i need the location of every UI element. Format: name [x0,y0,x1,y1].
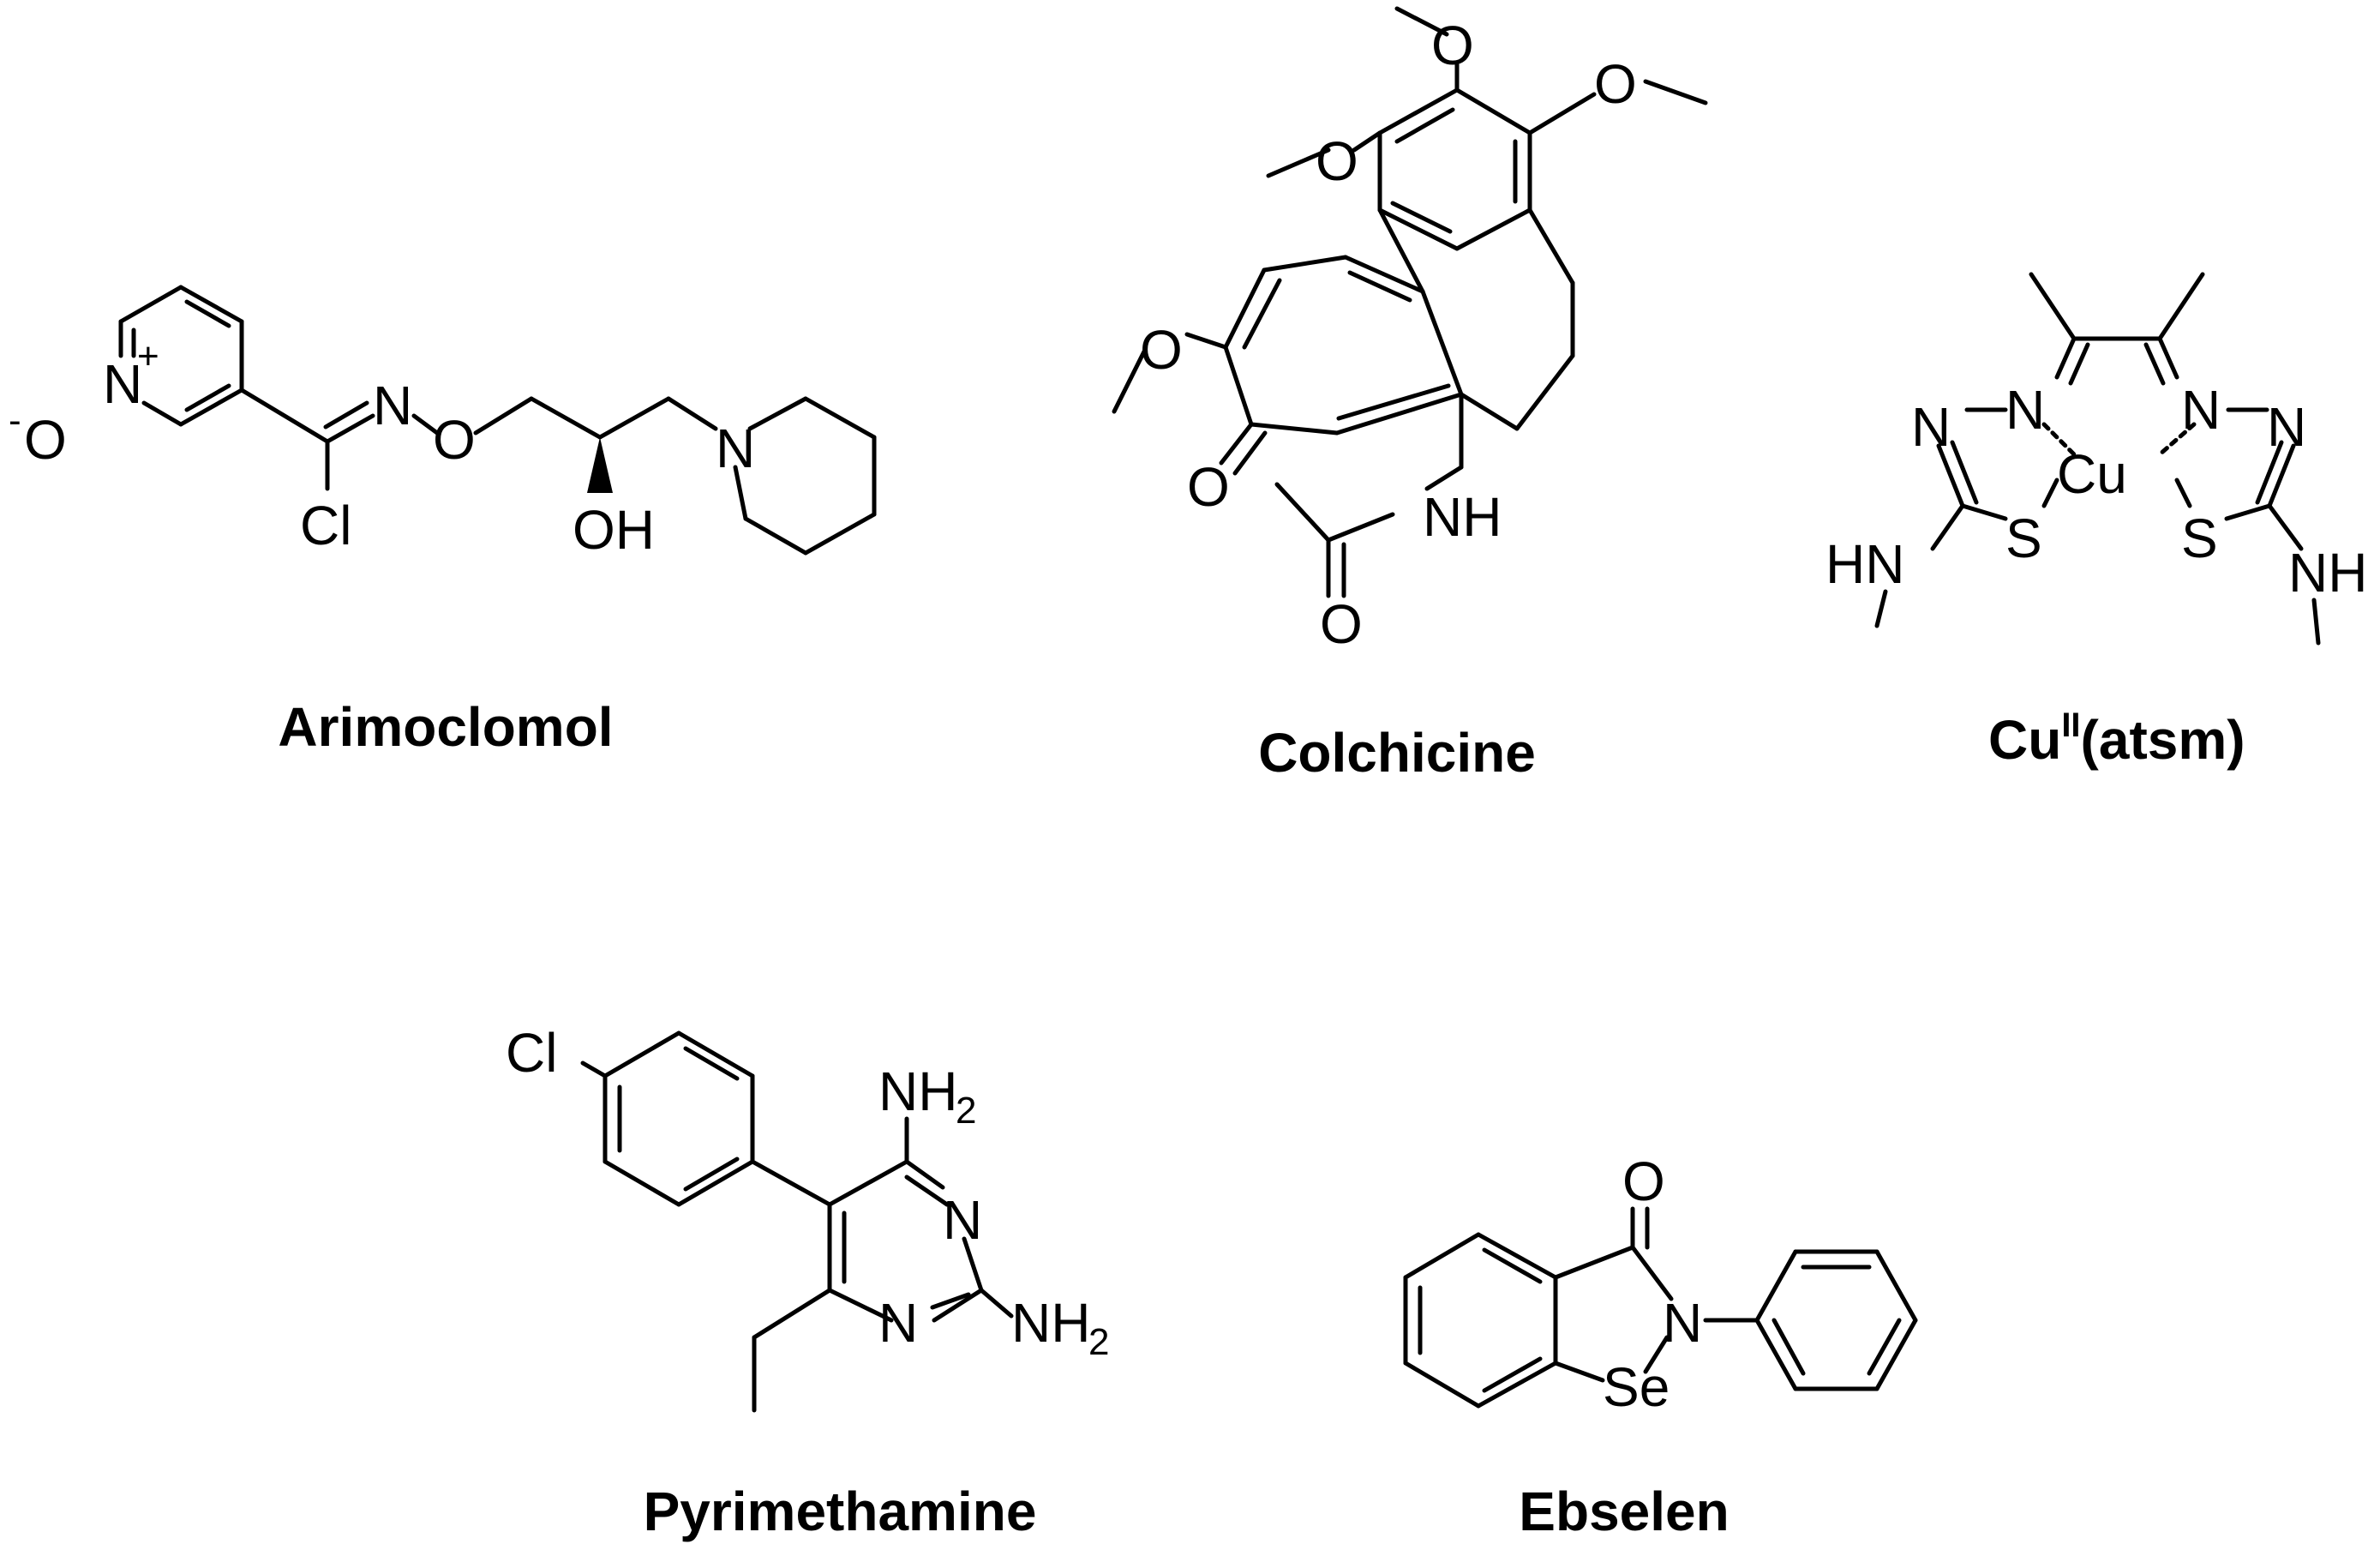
arimoclomol-atom-label: N [716,418,755,479]
ebselen-structure [1403,1206,1918,1409]
ebselen-atom-label: O [1622,1150,1665,1212]
colchicine-structure [1112,6,1708,598]
pyrimethamine-atom-label: N [878,1292,918,1354]
arimoclomol-atom-label: OH [573,499,655,561]
pyrimethamine-atom-label: 2 [1088,1321,1109,1363]
colchicine-atom-label: NH [1423,486,1502,548]
arimoclomol-atom-label: O [433,409,476,471]
arimoclomol-atom-label: + [137,335,159,377]
colchicine-atom-label: O [1320,593,1363,655]
cuatsm-atom-label: Cu [2057,443,2127,505]
cuatsm-atom-label: NH [2288,542,2367,604]
pyrimethamine-atom-label: N [943,1189,982,1251]
cuatsm-atom-label: S [2181,508,2218,569]
cuatsm-atom-label: S [2005,508,2042,569]
arimoclomol-atom-label: O [24,409,67,471]
ebselen-atom-label: Se [1603,1356,1670,1418]
cuatsm-caption: CuII(atsm) [1988,706,2245,771]
pyrimethamine-atom-label: Cl [506,1022,557,1084]
pyrimethamine-caption: Pyrimethamine [644,1481,1037,1542]
ebselen-caption: Ebselen [1519,1481,1729,1542]
cuatsm-caption-superscript: II [2061,706,2080,744]
colchicine-atom-label: O [1431,15,1474,76]
arimoclomol-atom-label: N [373,375,412,436]
arimoclomol-caption: Arimoclomol [278,696,613,758]
arimoclomol-structure [118,285,877,556]
arimoclomol-atom-label: Cl [300,495,351,556]
pyrimethamine-atom-label: NH [878,1060,957,1122]
ebselen-atom-label: N [1663,1292,1702,1354]
arimoclomol-atom-label: - [9,400,21,442]
cuatsm-caption-suffix: (atsm) [2081,709,2245,771]
colchicine-atom-label: O [1187,456,1230,518]
cuatsm-atom-label: N [2181,379,2221,441]
colchicine-atom-label: O [1140,319,1183,381]
pyrimethamine-atom-label: NH [1011,1292,1090,1354]
cuatsm-atom-label: N [2005,379,2045,441]
pyrimethamine-structure [580,1030,1014,1413]
cuatsm-caption-main: Cu [1988,709,2061,771]
colchicine-atom-label: O [1316,130,1358,192]
cuatsm-atom-label: N [2267,396,2306,458]
colchicine-atom-label: O [1594,53,1637,115]
colchicine-caption: Colchicine [1258,722,1536,784]
arimoclomol-atom-label: N [103,353,142,415]
cuatsm-atom-label: HN [1825,533,1904,595]
cuatsm-atom-label: N [1911,396,1951,458]
pyrimethamine-atom-label: 2 [956,1090,976,1132]
cuatsm-structure [1874,272,2321,646]
